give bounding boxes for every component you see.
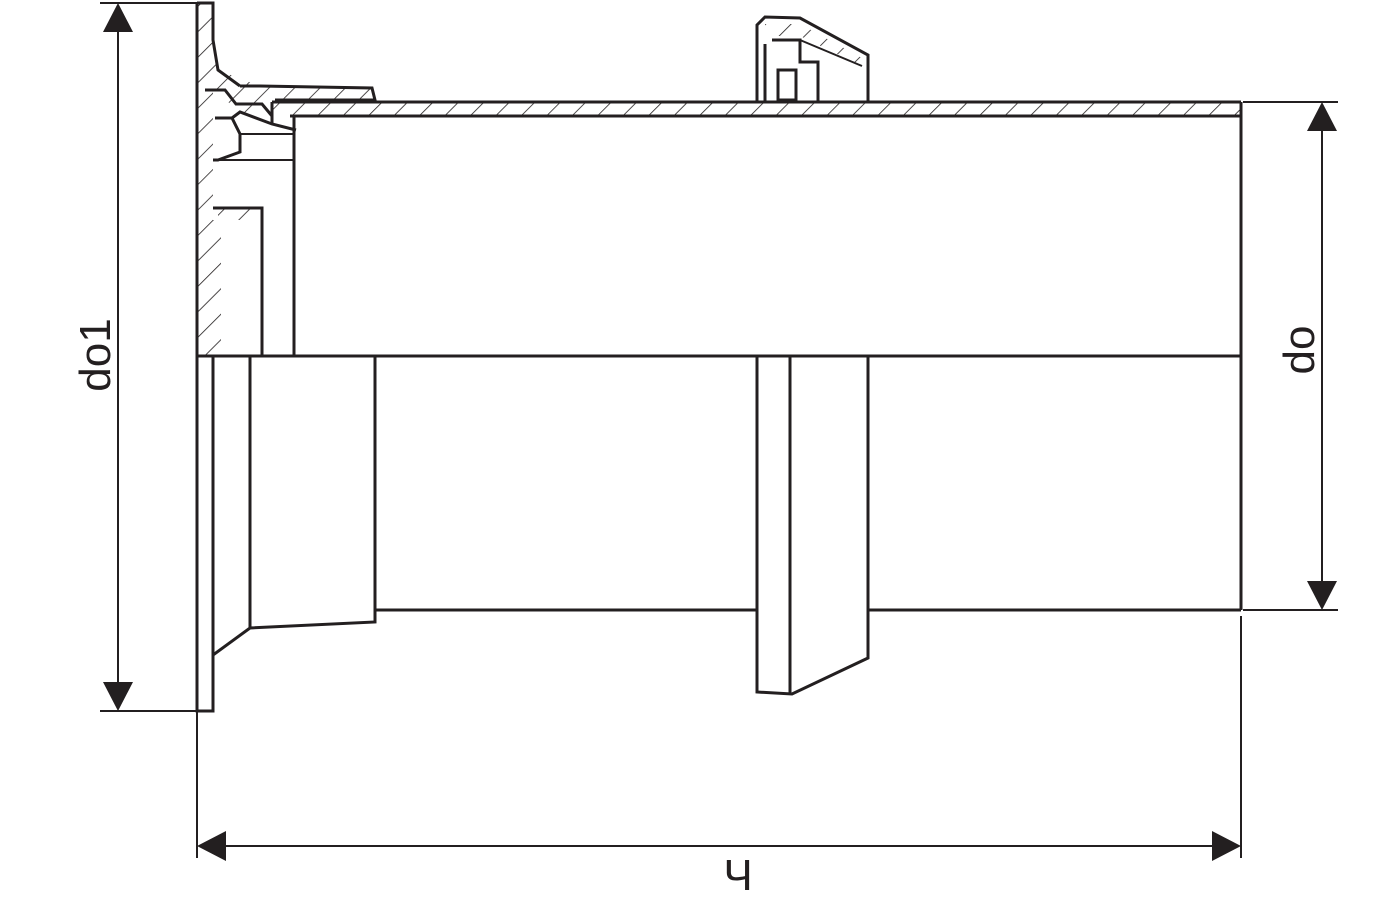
dimension-do: do bbox=[1243, 101, 1338, 611]
socket-collar-hatch bbox=[213, 40, 375, 115]
arrowhead-down bbox=[1307, 581, 1337, 610]
arrowhead-up bbox=[1307, 102, 1337, 131]
clamp-lower-outline bbox=[755, 356, 870, 696]
seal-wedge bbox=[231, 110, 297, 132]
arrowhead-right bbox=[1212, 831, 1241, 861]
dimension-do1: do1 bbox=[71, 2, 200, 712]
clamp-inner-detail bbox=[772, 38, 820, 102]
seal-ring-hatch bbox=[218, 208, 262, 220]
clamp-window bbox=[776, 68, 798, 102]
upper-section-view bbox=[195, 1, 1243, 356]
arrowhead-left bbox=[197, 831, 226, 861]
dimension-length: Ч bbox=[196, 616, 1242, 900]
arrowhead-up bbox=[103, 3, 133, 32]
arrowhead-down bbox=[103, 682, 133, 711]
label-length: Ч bbox=[723, 851, 752, 900]
pipe-wall-hatch bbox=[272, 102, 1241, 116]
seal-outline-a bbox=[205, 88, 274, 117]
clamp-upper bbox=[755, 15, 870, 102]
lower-external-view bbox=[195, 356, 1243, 713]
clamp-hatch bbox=[765, 24, 862, 66]
clamp-slope bbox=[799, 39, 863, 67]
flange-plate-hatch bbox=[197, 3, 213, 356]
inner-sleeve bbox=[213, 206, 264, 356]
socket-collar-outline bbox=[240, 84, 377, 102]
seal-lip bbox=[213, 116, 242, 162]
label-do1: do1 bbox=[71, 318, 120, 391]
flange-and-socket-outline bbox=[195, 356, 377, 713]
label-do: do bbox=[1275, 326, 1324, 375]
flange-lower-hatch bbox=[213, 220, 221, 356]
clamp-lower bbox=[755, 356, 870, 696]
clamp-outline bbox=[755, 15, 870, 102]
